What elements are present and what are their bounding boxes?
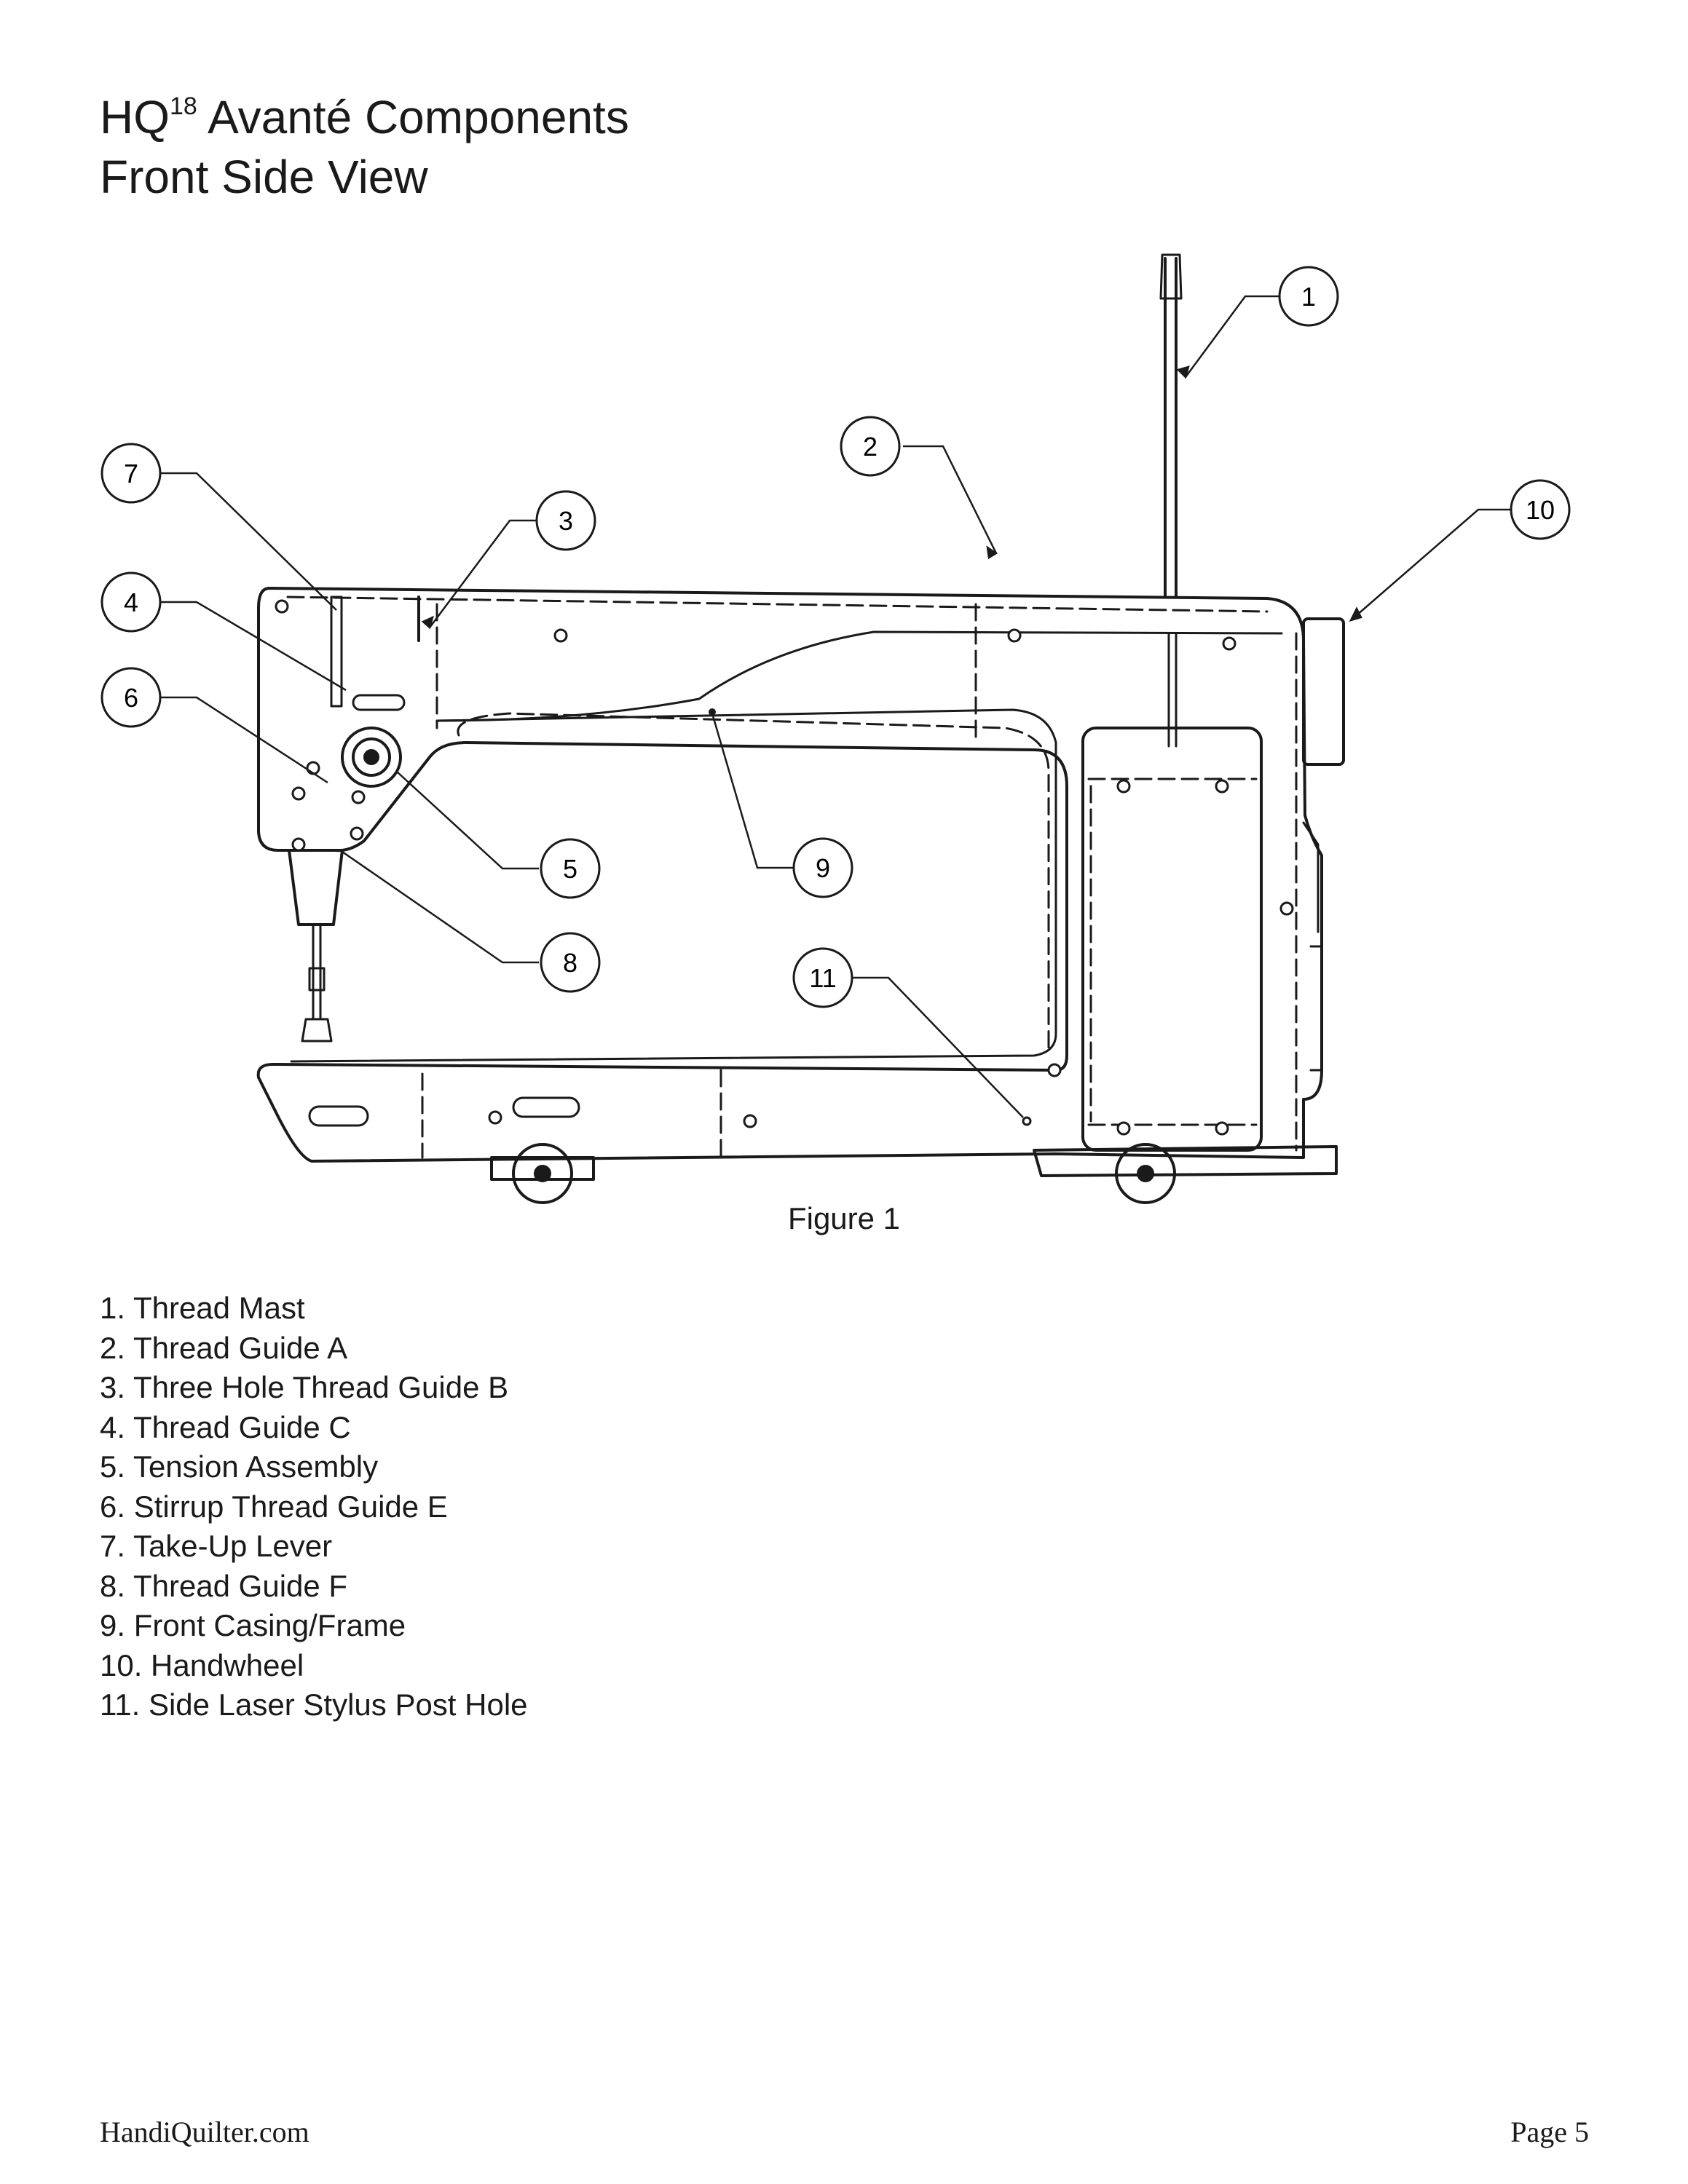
thread-mast <box>1164 257 1178 598</box>
callout-1: 1 <box>1278 266 1339 327</box>
tension-disc-outer <box>341 727 402 788</box>
dashed-seam-top <box>286 596 1269 613</box>
callout-9: 9 <box>792 837 853 898</box>
stylus-post-hole <box>1022 1116 1032 1126</box>
footer-page-number: Page 5 <box>1510 2116 1589 2148</box>
figure-caption: Figure 1 <box>787 1201 901 1235</box>
svg-text:9: 9 <box>816 853 830 883</box>
callout-3: 3 <box>535 490 596 551</box>
take-up-lever <box>330 596 343 708</box>
base-plate-right <box>1033 1145 1338 1177</box>
leader-10 <box>1350 508 1511 621</box>
legend-item: 2. Thread Guide A <box>100 1330 348 1365</box>
leader-11 <box>852 976 1024 1118</box>
svg-text:6: 6 <box>124 683 138 713</box>
wheel-left <box>512 1143 573 1204</box>
leader-2 <box>903 445 998 554</box>
title-line-2: Front Side View <box>100 151 428 203</box>
wheel-right <box>1115 1143 1176 1204</box>
bobbin-housing <box>1081 727 1263 1152</box>
legend-item: 6. Stirrup Thread Guide E <box>100 1489 448 1524</box>
legend-item: 11. Side Laser Stylus Post Hole <box>100 1688 528 1722</box>
needle-bar <box>312 923 322 1021</box>
title-superscript: 18 <box>170 92 197 120</box>
leader-5 <box>396 771 539 870</box>
svg-text:4: 4 <box>124 587 138 617</box>
svg-text:8: 8 <box>563 948 577 978</box>
leader-3 <box>428 519 539 628</box>
callout-4: 4 <box>100 571 162 633</box>
machine-body-outline <box>256 587 1323 1163</box>
hopping-foot <box>301 1018 333 1042</box>
dashed-seam-arch <box>457 712 1050 1050</box>
arch-inner-outline <box>290 708 1057 1063</box>
leader-8 <box>342 850 539 964</box>
leader-4 <box>160 601 347 692</box>
leader-1 <box>1184 295 1293 378</box>
callout-6: 6 <box>100 667 162 728</box>
page-title: HQ18 Avanté Components Front Side View <box>100 87 629 207</box>
callout-8: 8 <box>540 932 601 993</box>
needle-bar-housing <box>288 849 344 926</box>
leader-7 <box>160 472 337 611</box>
legend-item: 3. Three Hole Thread Guide B <box>100 1370 509 1404</box>
callout-11: 11 <box>792 947 853 1008</box>
svg-text:10: 10 <box>1526 495 1555 525</box>
svg-text:7: 7 <box>124 459 138 488</box>
handwheel <box>1302 617 1345 766</box>
legend-item: 1. Thread Mast <box>100 1291 305 1325</box>
base-slot-left <box>308 1105 369 1127</box>
base-slot-middle <box>512 1096 580 1118</box>
svg-text:5: 5 <box>563 854 577 884</box>
legend-item: 5. Tension Assembly <box>100 1449 379 1484</box>
wheel-mount-left <box>490 1156 595 1181</box>
legend-item: 4. Thread Guide C <box>100 1409 351 1444</box>
svg-text:1: 1 <box>1301 282 1316 312</box>
callout-2: 2 <box>840 416 901 477</box>
callout-10: 10 <box>1510 479 1571 540</box>
machine-diagram: 1 2 3 4 5 6 7 8 9 10 11 <box>100 253 1571 1204</box>
callout-5: 5 <box>540 838 601 899</box>
legend-item: 9. Front Casing/Frame <box>100 1608 406 1642</box>
leader-9 <box>711 713 794 869</box>
spool-pin <box>1167 632 1178 748</box>
svg-text:3: 3 <box>559 506 573 536</box>
callout-7: 7 <box>100 443 162 504</box>
thread-guide-c-slot <box>352 694 406 711</box>
legend-item: 10. Handwheel <box>100 1647 304 1682</box>
legend-item: 8. Thread Guide F <box>100 1568 348 1603</box>
svg-text:2: 2 <box>863 432 877 462</box>
title-line-1: HQ18 Avanté Components <box>100 91 629 143</box>
component-legend: 1. Thread Mast 2. Thread Guide A 3. Thre… <box>100 1289 528 1725</box>
legend-item: 7. Take-Up Lever <box>100 1529 333 1563</box>
svg-text:11: 11 <box>809 963 836 993</box>
footer-website: HandiQuilter.com <box>100 2116 309 2148</box>
leader-6 <box>160 696 328 784</box>
